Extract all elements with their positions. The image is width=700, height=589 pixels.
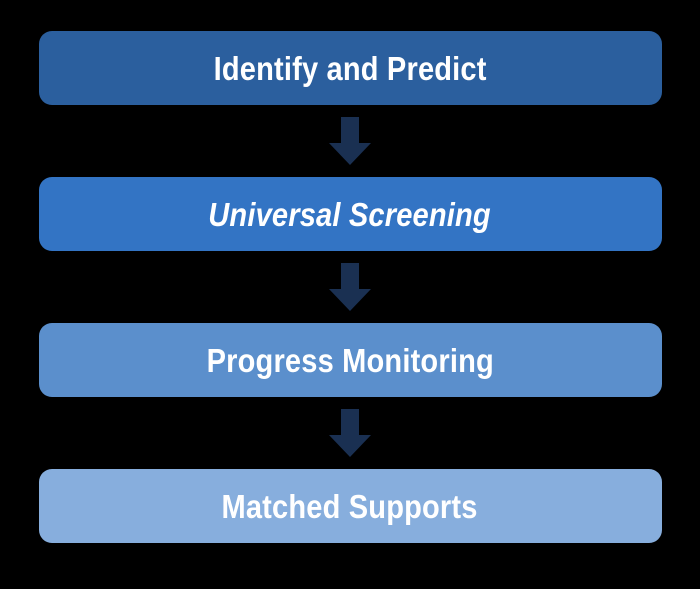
down-arrow-icon — [329, 263, 371, 311]
down-arrow-icon — [329, 117, 371, 165]
flow-node-label: Universal Screening — [208, 195, 492, 233]
flow-node-identify-and-predict[interactable]: Identify and Predict — [38, 31, 662, 105]
down-arrow-icon — [329, 409, 371, 457]
flow-node-label: Identify and Predict — [213, 49, 487, 87]
flow-connector-2 — [39, 251, 662, 323]
flow-node-label: Matched Supports — [221, 487, 479, 525]
flow-connector-1 — [39, 105, 662, 177]
flow-node-universal-screening[interactable]: Universal Screening — [38, 177, 662, 251]
flow-node-progress-monitoring[interactable]: Progress Monitoring — [38, 323, 662, 397]
flow-node-matched-supports[interactable]: Matched Supports — [38, 469, 662, 543]
flow-node-label: Progress Monitoring — [206, 341, 494, 379]
flow-connector-3 — [39, 397, 662, 469]
